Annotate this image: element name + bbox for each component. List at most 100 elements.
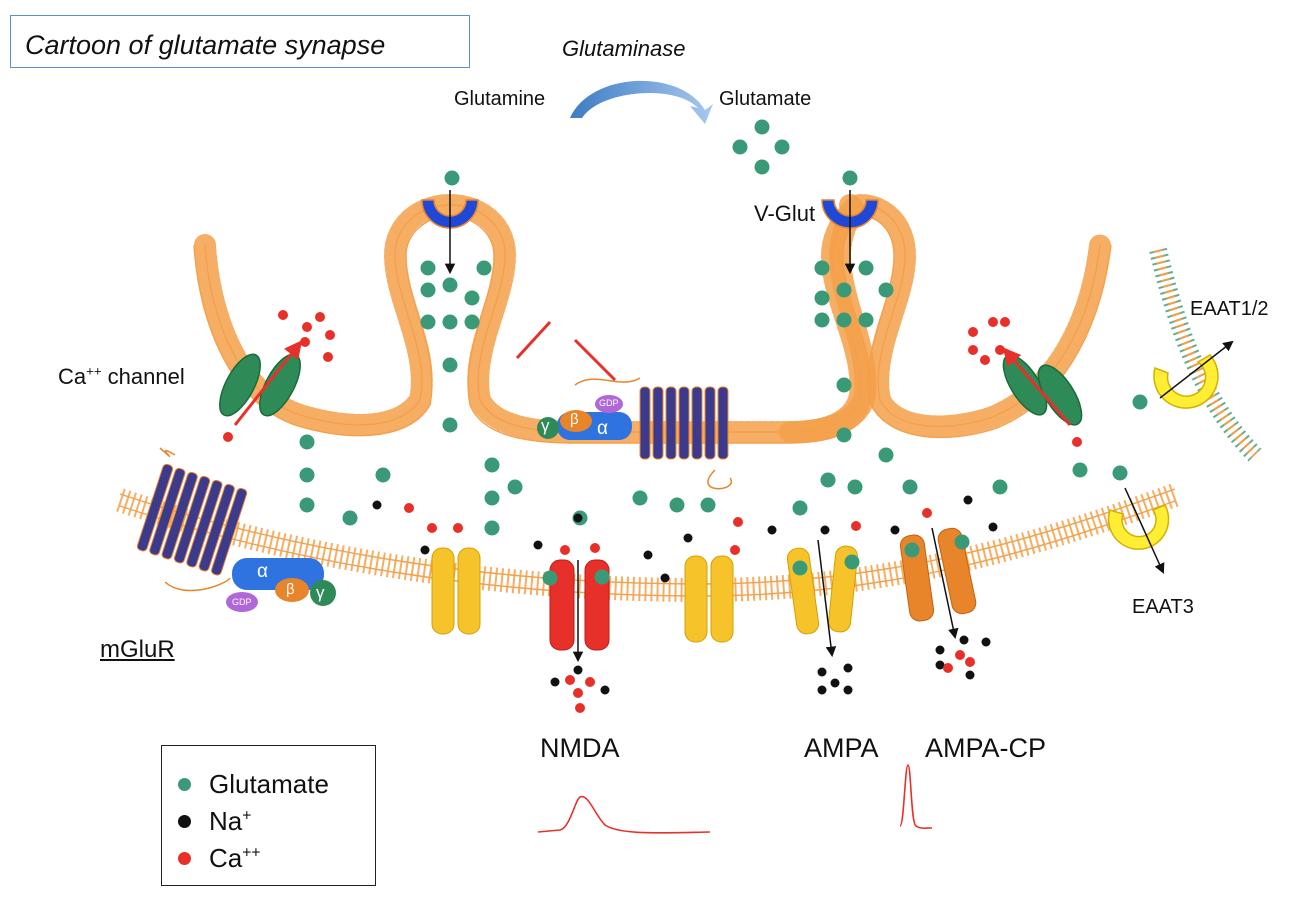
glutamate-dot xyxy=(842,170,858,186)
gprotein-gdp-post: GDP xyxy=(232,597,252,607)
glutamate-dot xyxy=(484,520,500,536)
glutamate-dot xyxy=(1132,394,1148,410)
sodium-dot xyxy=(890,525,900,535)
transmembrane-helix xyxy=(161,471,198,560)
nmda-current-trace xyxy=(537,795,711,834)
sodium-dot xyxy=(988,522,998,532)
glutamate-dot xyxy=(420,260,436,276)
legend: Glutamate Na+ Ca++ xyxy=(161,745,376,886)
calcium-dot xyxy=(453,523,463,533)
eaat12-label: EAAT1/2 xyxy=(1190,298,1269,320)
gprotein-gamma-post: γ xyxy=(316,583,325,602)
glutamate-dot xyxy=(484,490,500,506)
mglur-label: mGluR xyxy=(100,636,175,663)
sodium-dot xyxy=(767,525,777,535)
sodium-dot xyxy=(817,667,827,677)
inhibition-symbol xyxy=(515,320,617,382)
glutamate-dot xyxy=(420,282,436,298)
glutamine-label: Glutamine xyxy=(454,88,546,110)
glutamate-dot xyxy=(754,159,770,175)
legend-glutamate-dot xyxy=(178,777,191,791)
calcium-dot xyxy=(968,345,978,355)
glutaminase-arrow xyxy=(570,80,713,124)
transmembrane-helix xyxy=(639,386,651,460)
gprotein-alpha-pre: α xyxy=(597,418,608,439)
sodium-dot xyxy=(533,540,543,550)
glutamate-dot xyxy=(836,427,852,443)
sodium-dot xyxy=(843,685,853,695)
title-box: Cartoon of glutamate synapse xyxy=(10,15,470,68)
ampa-label: AMPA xyxy=(804,733,879,763)
sodium-dot xyxy=(420,545,430,555)
sodium-dot xyxy=(600,685,610,695)
calcium-dot xyxy=(922,508,932,518)
glutamate-dot xyxy=(442,417,458,433)
glutamate-dot xyxy=(632,490,648,506)
calcium-dot xyxy=(851,521,861,531)
ampa-receptor-1 xyxy=(431,547,481,635)
glutamate-dot xyxy=(1072,462,1088,478)
sodium-dot xyxy=(372,500,382,510)
sodium-dot xyxy=(935,645,945,655)
gprotein-beta-pre: β xyxy=(570,411,579,428)
calcium-dot xyxy=(323,352,333,362)
glutamate-dot xyxy=(878,282,894,298)
calcium-dot xyxy=(560,545,570,555)
calcium-dot xyxy=(730,545,740,555)
transmembrane-helix xyxy=(173,475,211,564)
legend-item-sodium: Na+ xyxy=(178,806,251,836)
legend-calcium-dot xyxy=(178,851,191,865)
page-title: Cartoon of glutamate synapse xyxy=(25,30,386,60)
calcium-dot xyxy=(427,523,437,533)
glutamate-dot xyxy=(299,467,315,483)
calcium-dot xyxy=(995,345,1005,355)
glutamate-dot xyxy=(444,170,460,186)
gprotein-gamma-pre: γ xyxy=(541,416,550,435)
glutamate-dot xyxy=(858,260,874,276)
eaat3-transporter xyxy=(1107,487,1170,574)
transmembrane-helix xyxy=(678,386,690,460)
transmembrane-helix xyxy=(186,479,223,568)
calcium-dot xyxy=(325,330,335,340)
legend-sodium-dot xyxy=(178,814,191,828)
vglut-transporter-left xyxy=(421,199,479,229)
glutamate-dot xyxy=(484,457,500,473)
calcium-dot xyxy=(315,312,325,322)
glutamate-dot xyxy=(814,260,830,276)
calcium-dot xyxy=(733,517,743,527)
calcium-dot xyxy=(965,657,975,667)
gprotein-alpha-post: α xyxy=(257,561,268,582)
transmembrane-helix xyxy=(717,386,729,460)
legend-item-glutamate: Glutamate xyxy=(178,769,329,799)
calcium-dot xyxy=(988,317,998,327)
glutamate-dot xyxy=(507,479,523,495)
sodium-dot xyxy=(817,685,827,695)
glutamate-dot xyxy=(700,497,716,513)
sodium-dot xyxy=(981,637,991,647)
postsynaptic-mglur xyxy=(136,447,336,612)
ampa-receptor-2 xyxy=(684,555,734,643)
transmembrane-helix xyxy=(211,487,248,576)
ampa-cp-label: AMPA-CP xyxy=(925,733,1047,763)
transmembrane-helix xyxy=(691,386,703,460)
glutamate-dot xyxy=(594,569,610,585)
legend-item-calcium: Ca++ xyxy=(178,843,260,873)
glutamate-dot xyxy=(774,139,790,155)
calcium-dot xyxy=(300,337,310,347)
glutamate-dot xyxy=(375,467,391,483)
calcium-dot xyxy=(565,675,575,685)
transmembrane-helix xyxy=(704,386,716,460)
eaat3-label: EAAT3 xyxy=(1132,596,1194,618)
gprotein-beta-post: β xyxy=(286,581,295,598)
glutamate-dot xyxy=(954,534,970,550)
sodium-dot xyxy=(959,635,969,645)
transmembrane-helix xyxy=(665,386,677,460)
glutamate-product-label: Glutamate xyxy=(719,88,812,110)
calcium-dot xyxy=(968,327,978,337)
glutamate-dot xyxy=(820,472,836,488)
glutamate-dot xyxy=(476,260,492,276)
transmembrane-helix xyxy=(136,463,174,552)
transmembrane-helix xyxy=(652,386,664,460)
calcium-dot xyxy=(223,432,233,442)
glutamate-dot xyxy=(836,282,852,298)
